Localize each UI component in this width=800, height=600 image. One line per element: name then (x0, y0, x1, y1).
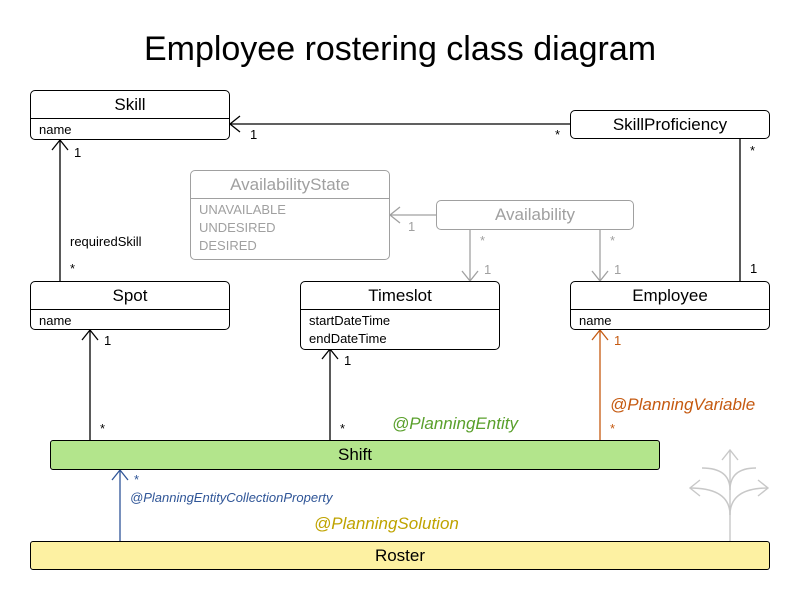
shift-employee-arrow (591, 328, 609, 440)
class-skill: Skill name (30, 90, 230, 140)
enum-value-unavailable: UNAVAILABLE (199, 202, 286, 217)
class-availabilitystate-divider (191, 198, 389, 199)
mult-availability-to-timeslot: * (480, 233, 486, 248)
class-shift: Shift (50, 440, 660, 470)
mult-shift-to-spot: * (100, 421, 106, 436)
class-employee-divider (571, 309, 769, 310)
class-timeslot-name: Timeslot (368, 286, 432, 305)
role-required-skill: requiredSkill (70, 234, 142, 249)
class-employee: Employee name (570, 281, 770, 330)
class-skill-divider (31, 118, 229, 119)
mult-proficiency-to-employee: * (750, 143, 756, 158)
class-availability: Availability (436, 200, 634, 230)
mult-spot-to-skill: * (70, 261, 76, 276)
mult-skill-from-spot: 1 (74, 145, 82, 160)
class-spot-name: Spot (112, 286, 148, 305)
class-employee-attr-name: name (579, 313, 612, 328)
skillproficiency-skill-arrow (228, 115, 570, 133)
annotation-planning-variable: @PlanningVariable (610, 395, 756, 414)
class-availabilitystate: AvailabilityState UNAVAILABLE UNDESIRED … (190, 170, 390, 260)
shift-timeslot-arrow (321, 347, 339, 440)
availability-state-arrow (388, 206, 436, 224)
mult-shift-to-timeslot: * (340, 421, 346, 436)
mult-spot-from-shift: 1 (104, 333, 112, 348)
class-skillproficiency: SkillProficiency (570, 110, 770, 139)
shift-spot-arrow (81, 328, 99, 440)
mult-employee-from-proficiency: 1 (750, 261, 758, 276)
availability-timeslot-arrow (461, 230, 479, 283)
class-timeslot-attr-end: endDateTime (309, 331, 387, 346)
roster-shift-arrow (111, 468, 129, 541)
mult-employee-from-shift: 1 (614, 333, 622, 348)
enum-value-desired: DESIRED (199, 238, 257, 253)
class-spot-attr-name: name (39, 313, 72, 328)
mult-state-from-availability: 1 (408, 219, 416, 234)
optaplanner-logo-icon (688, 448, 770, 541)
class-timeslot-divider (301, 309, 499, 310)
mult-timeslot-from-availability: 1 (484, 262, 492, 277)
class-roster: Roster (30, 541, 770, 570)
class-availabilitystate-name: AvailabilityState (230, 175, 350, 194)
mult-skill-from-proficiency: 1 (250, 127, 258, 142)
annotation-planning-entity-collection-property: @PlanningEntityCollectionProperty (130, 490, 333, 505)
class-spot: Spot name (30, 281, 230, 330)
annotation-planning-solution: @PlanningSolution (314, 514, 459, 533)
mult-availability-to-employee: * (610, 233, 616, 248)
annotation-planning-entity: @PlanningEntity (392, 414, 518, 433)
mult-shift-to-employee: * (610, 421, 616, 436)
class-skill-name: Skill (114, 95, 146, 114)
spot-skill-arrow (51, 138, 69, 281)
class-timeslot-attr-start: startDateTime (309, 313, 391, 328)
mult-roster-to-shift: * (134, 472, 140, 487)
mult-employee-from-availability: 1 (614, 262, 622, 277)
class-skillproficiency-name: SkillProficiency (612, 115, 728, 134)
class-spot-divider (31, 309, 229, 310)
availability-employee-arrow (591, 230, 609, 283)
enum-value-undesired: UNDESIRED (199, 220, 276, 235)
class-skill-attr-name: name (39, 122, 72, 137)
mult-proficiency-to-skill: * (555, 127, 561, 142)
mult-timeslot-from-shift: 1 (344, 353, 352, 368)
class-timeslot: Timeslot startDateTime endDateTime (300, 281, 500, 350)
class-availability-name: Availability (494, 205, 575, 224)
diagram-title: Employee rostering class diagram (143, 30, 657, 68)
class-employee-name: Employee (632, 286, 708, 305)
